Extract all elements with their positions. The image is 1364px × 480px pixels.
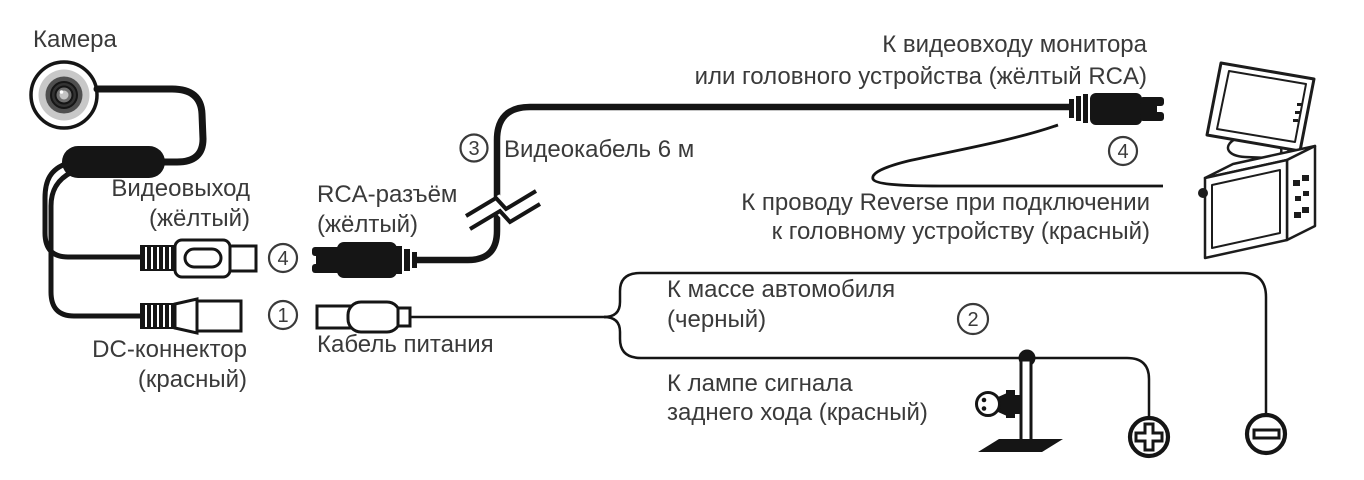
monitor-input-label-1: К видеовходу монитора [882,31,1147,58]
rca-plug-label-1: RCA-разъём [317,181,457,208]
plus-circle-icon [1127,415,1171,459]
rca-plug-label-2: (жёлтый) [317,211,418,238]
rca-male-plug-icon [312,242,417,278]
cable-break-icon [464,189,542,231]
video-cable-label: Видеокабель 6 м [504,136,694,163]
marker-monitor-connection: 4 [1107,135,1139,167]
camera-lens-icon [29,60,99,130]
marker-power-connection: 1 [267,299,299,331]
dc-connector-label-1: DC-коннектор [92,336,247,363]
ground-wire-label-2: (черный) [667,306,766,333]
video-output-label-2: (жёлтый) [149,205,250,232]
power-cable-connector-icon [315,300,412,334]
ground-wire [603,271,1268,414]
marker-video-cable: 3 [459,133,489,163]
camera-label: Камера [33,26,118,53]
power-cable-label: Кабель питания [317,331,494,358]
marker-power-wires: 2 [956,302,990,336]
reverse-lamp-icon [975,358,1063,452]
video-output-label-1: Видеовыход [111,175,250,202]
dc-female-connector-icon [140,297,243,335]
svg-text:3: 3 [468,138,479,160]
monitor-input-label-2: или головного устройства (жёлтый RCA) [695,63,1147,90]
rca-female-connector-icon [140,238,258,279]
ground-wire-label-1: К массе автомобиля [667,276,895,303]
svg-text:1: 1 [277,305,288,327]
video-output-pigtail-wire [42,160,141,260]
reverse-lamp-wire [603,315,1151,417]
reverse-wire-label-2: к головному устройству (красный) [772,218,1150,245]
dc-connector-label-2: (красный) [138,366,247,393]
svg-text:4: 4 [277,248,288,270]
monitor-rca-plug-icon [1069,93,1164,125]
reverse-lamp-label-2: заднего хода (красный) [667,399,928,426]
car-head-unit-icon [1198,144,1317,260]
marker-video-connection: 4 [267,242,299,274]
power-pigtail-wire [48,169,141,319]
minus-circle-icon [1244,412,1288,456]
svg-text:2: 2 [967,309,978,331]
video-cable-wire [417,103,1070,264]
camera-cable [93,85,207,166]
reverse-lamp-label-1: К лампе сигнала [667,370,853,397]
svg-text:4: 4 [1117,141,1128,163]
reverse-wire-label-1: К проводу Reverse при подключении [741,189,1150,216]
splitter-box-icon [62,146,165,178]
reverse-signal-wire [871,123,1163,188]
